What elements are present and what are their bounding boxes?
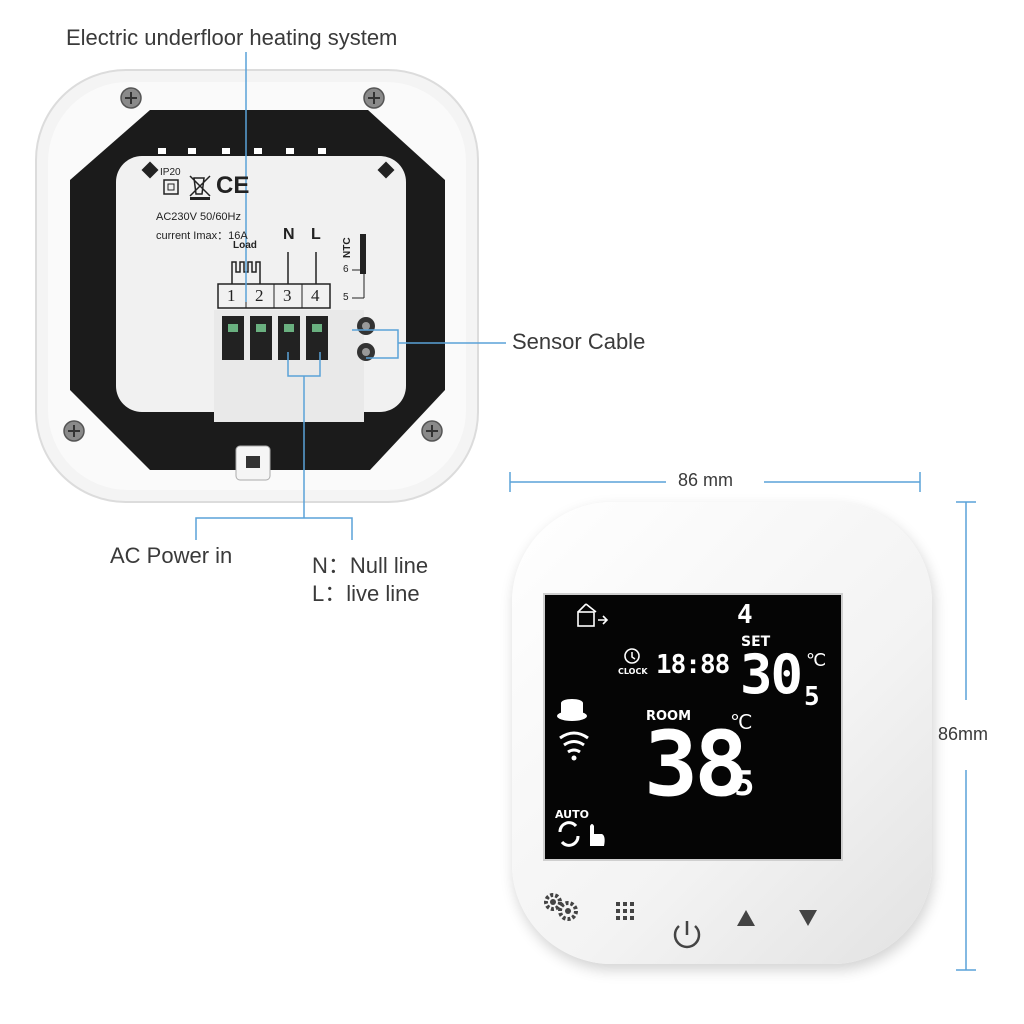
clock-time: 18:88 (656, 650, 730, 680)
power-button[interactable] (668, 916, 706, 954)
room-label: ROOM (646, 709, 692, 724)
terminal-1: 1 (227, 286, 236, 305)
ip-rating: IP20 (160, 167, 181, 178)
current-spec: current Imax：16A (156, 230, 248, 242)
ntc-pin-5: 5 (343, 292, 349, 303)
height-dimension: 86mm (938, 724, 989, 744)
up-button[interactable] (734, 906, 758, 930)
set-temperature: 30 (740, 643, 803, 706)
voltage-spec: AC230V 50/60Hz (156, 211, 241, 223)
room-temp-decimal: 5 (734, 764, 755, 804)
ac-power-label: AC Power in (110, 543, 233, 568)
ce-mark: CE (216, 172, 250, 199)
lcd-screen (543, 593, 843, 861)
live-line-label: L：live line (312, 581, 420, 606)
width-dimension: 86 mm (678, 470, 734, 490)
heating-system-label: Electric underfloor heating system (66, 25, 398, 50)
null-line-label: N：Null line (312, 553, 429, 578)
up-arrow-icon (737, 910, 755, 926)
period-number: 4 (737, 600, 753, 630)
sensor-cable-label: Sensor Cable (512, 329, 646, 354)
set-temp-decimal: 5 (804, 682, 820, 712)
power-icon (673, 921, 701, 949)
grid-icon (616, 902, 634, 920)
settings-button[interactable] (540, 888, 584, 928)
ntc-label: NTC (342, 237, 353, 258)
menu-button[interactable] (614, 900, 638, 924)
set-label: SET (741, 634, 771, 650)
terminal-l-label: L (311, 226, 321, 243)
weee-bin-icon (189, 175, 211, 197)
terminal-4: 4 (311, 286, 320, 305)
load-label: Load (233, 240, 257, 251)
room-temperature: 38 (644, 712, 748, 817)
auto-mode-label: AUTO (555, 808, 589, 821)
clock-label: CLOCK (618, 667, 648, 676)
set-temp-unit: ℃ (806, 650, 827, 671)
down-arrow-icon (799, 910, 817, 926)
room-temp-unit: ℃ (730, 710, 753, 734)
terminal-n-label: N (283, 226, 295, 243)
terminal-2: 2 (255, 286, 264, 305)
terminal-3: 3 (283, 286, 292, 305)
gear-icon (544, 893, 578, 921)
ntc-pin-6: 6 (343, 264, 349, 275)
down-button[interactable] (796, 906, 820, 930)
